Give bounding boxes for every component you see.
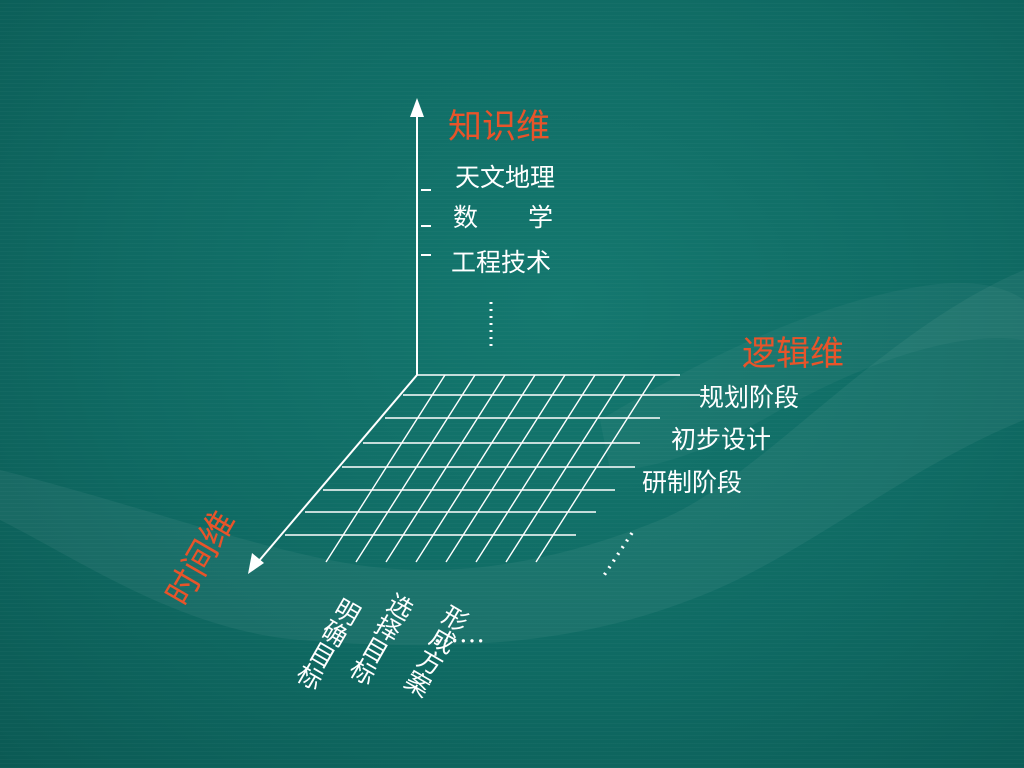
logic-item: 研制阶段 [642,468,742,497]
knowledge-axis-title: 知识维 [448,107,550,147]
knowledge-item: 数 学 [453,203,553,232]
knowledge-item: 天文地理 [455,163,555,192]
arrow-down-left-icon [248,553,264,574]
arrow-up-icon [410,98,424,117]
logic-ellipsis [601,532,634,578]
grid-plane [285,374,700,563]
logic-axis-title: 逻辑维 [742,334,844,374]
knowledge-item: 工程技术 [451,248,551,277]
knowledge-axis [416,110,431,375]
background-hand-shape [600,282,1024,470]
logic-item: 初步设计 [671,425,771,454]
background-hand-shape [0,270,1024,646]
time-axis [257,374,418,563]
logic-item: 规划阶段 [699,383,799,412]
time-ellipsis: …… [433,619,485,649]
